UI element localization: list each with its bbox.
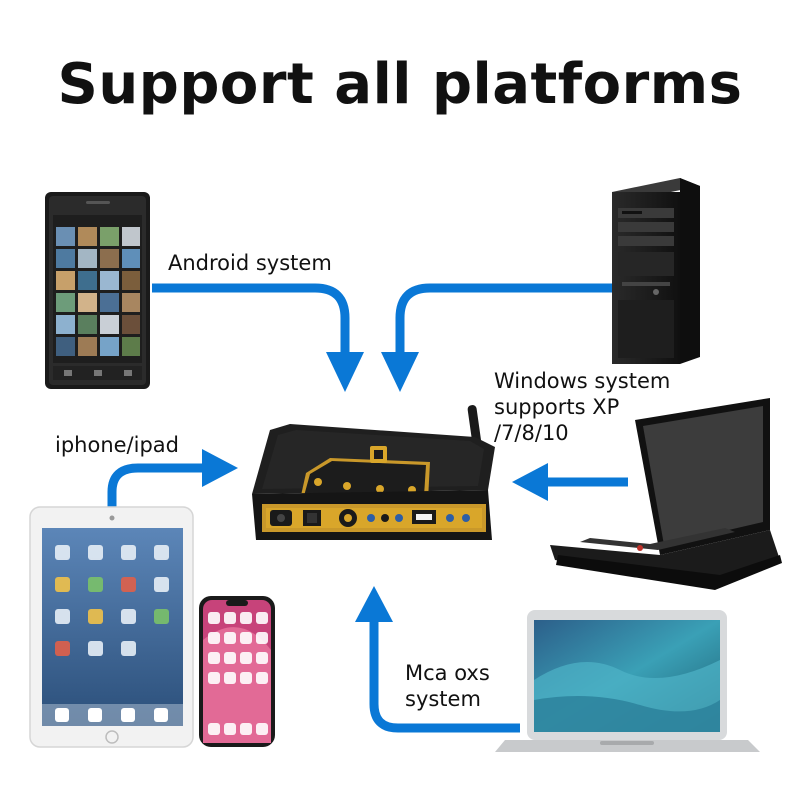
iphone-icon	[199, 596, 275, 747]
arrow-iphone	[107, 463, 205, 508]
label-mac-line1: Mca oxs	[405, 661, 490, 685]
macbook-icon	[495, 610, 760, 752]
page-title: Support all platforms	[57, 52, 743, 117]
arrow-windows-tower-head	[381, 352, 419, 392]
label-windows: Windows system supports XP /7/8/10	[494, 368, 670, 446]
arrow-laptop-head	[512, 463, 548, 501]
dac-converter-icon	[252, 405, 495, 540]
label-android: Android system	[168, 251, 332, 275]
thinkpad-laptop-icon	[550, 398, 782, 590]
android-phone-icon	[45, 192, 150, 389]
arrow-iphone-head	[202, 449, 238, 487]
ipad-icon	[29, 506, 194, 748]
arrow-mac-head	[355, 586, 393, 622]
label-windows-line1: Windows system	[494, 369, 671, 393]
label-mac-line2: system	[405, 687, 481, 711]
arrow-android	[152, 283, 350, 355]
tower-pc-icon	[612, 178, 700, 364]
arrow-android-head	[326, 352, 364, 392]
label-windows-line2: supports XP	[494, 395, 620, 419]
label-iphone-ipad: iphone/ipad	[55, 433, 179, 457]
label-windows-line3: /7/8/10	[494, 421, 569, 445]
arrow-windows-tower	[395, 283, 612, 355]
arrow-mac	[369, 620, 520, 733]
label-mac: Mca oxs system	[405, 660, 490, 712]
